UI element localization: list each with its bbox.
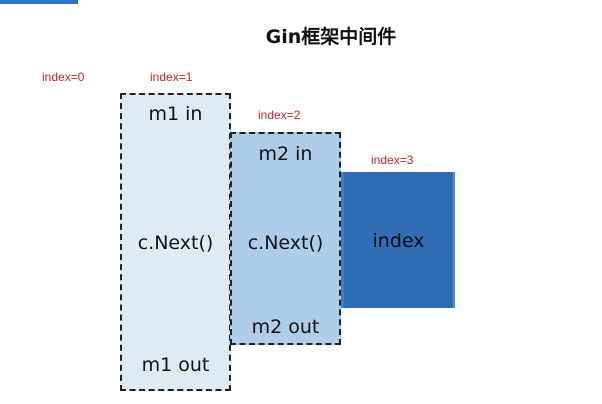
- m1-next-label: c.Next(): [137, 232, 214, 254]
- m2-out-label: m2 out: [251, 316, 320, 338]
- index-label-3: index=3: [371, 153, 414, 167]
- m2-next-label: c.Next(): [247, 232, 324, 254]
- middleware-m2-block: m2 in c.Next() m2 out: [230, 132, 341, 345]
- index-label-1: index=1: [150, 70, 193, 84]
- middleware-m1-block: m1 in c.Next() m1 out: [120, 93, 231, 391]
- slide-accent-bar: [0, 0, 78, 4]
- handler-index-label: index: [372, 230, 425, 252]
- handler-index-block: index: [341, 172, 455, 308]
- index-label-0: index=0: [42, 70, 85, 84]
- index-label-2: index=2: [258, 108, 301, 122]
- m2-in-label: m2 in: [258, 143, 313, 165]
- m1-in-label: m1 in: [148, 103, 203, 125]
- m1-out-label: m1 out: [141, 354, 210, 376]
- diagram-title: Gin框架中间件: [265, 26, 397, 48]
